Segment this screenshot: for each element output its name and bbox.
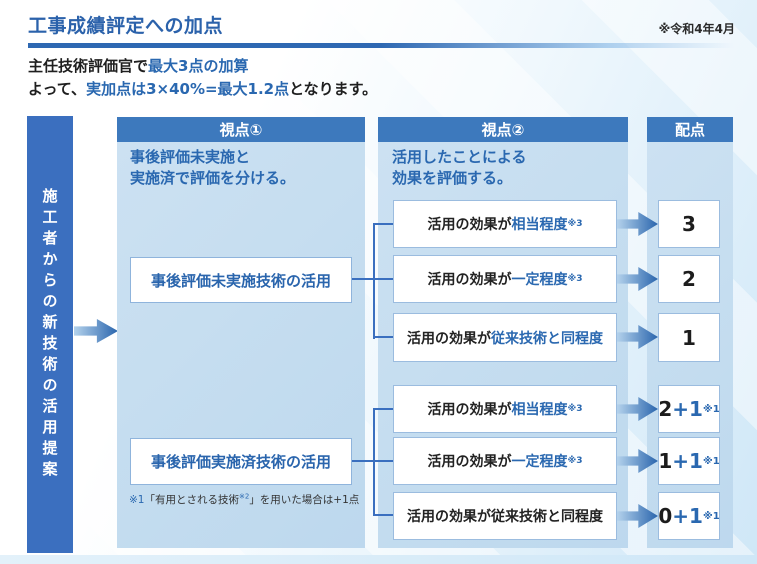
score-sup: ※1 (702, 455, 720, 467)
effect-prefix: 活用の効果が (427, 217, 512, 233)
effect-prefix: 活用の効果が (427, 454, 512, 470)
score-plus: +1 (672, 449, 703, 473)
score-box: 2 (658, 255, 720, 303)
subtitle2-post: となります。 (289, 80, 378, 98)
effect-box: 活用の効果が従来技術と同程度 (393, 313, 617, 362)
score-box: 2+1※1 (658, 385, 720, 433)
title-underline (28, 43, 734, 48)
effect-highlight: 一定程度 (511, 272, 568, 288)
effect-box: 活用の効果が一定程度※3 (393, 255, 617, 303)
footnote-marker: ※1 (129, 494, 145, 506)
subtitle2-highlight: 実加点は3×40%=最大1.2点 (86, 80, 290, 98)
effect-highlight: 一定程度 (511, 454, 568, 470)
viewpoint1-header: 視点① (117, 117, 365, 142)
viewpoint2-note-line1: 活用したことによる (392, 148, 527, 166)
score-base: 0 (658, 504, 673, 528)
subtitle-line2: よって、実加点は3×40%=最大1.2点となります。 (28, 78, 377, 99)
effect-sup: ※3 (567, 274, 583, 284)
connector-line (352, 460, 393, 462)
effect-prefix: 活用の効果が (427, 272, 512, 288)
effect-box: 活用の効果が相当程度※3 (393, 385, 617, 433)
group-box-unevaluated: 事後評価未実施技術の活用 (130, 257, 352, 303)
connector-line (373, 408, 375, 516)
score-box: 0+1※1 (658, 492, 720, 540)
viewpoint1-panel (117, 142, 365, 548)
score-base: 2 (682, 267, 696, 291)
effect-sup: ※3 (567, 456, 583, 466)
side-label-bar: 施工者からの新技術の活用提案 (27, 116, 73, 553)
score-box: 3 (658, 200, 720, 248)
effect-highlight: 相当程度 (511, 217, 568, 233)
viewpoint1-note-line1: 事後評価未実施と (130, 148, 251, 166)
effect-box: 活用の効果が従来技術と同程度 (393, 492, 617, 540)
score-plus: +1 (672, 397, 703, 421)
effect-box: 活用の効果が相当程度※3 (393, 200, 617, 248)
effect-highlight: 従来技術と同程度 (491, 330, 603, 347)
viewpoint2-header: 視点② (378, 117, 628, 142)
score-base: 1 (658, 449, 673, 473)
effect-prefix: 活用の効果が従来技術と同程度 (407, 509, 603, 525)
effect-prefix: 活用の効果が (407, 330, 491, 347)
arrow-right-icon (74, 319, 118, 343)
footnote: ※1「有用とされる技術※2」を用いた場合は+1点 (129, 492, 359, 507)
effect-sup: ※3 (567, 404, 583, 414)
page-title: 工事成績評定への加点 (28, 15, 224, 37)
score-base: 3 (682, 212, 696, 236)
score-base: 2 (658, 397, 673, 421)
viewpoint1-note: 事後評価未実施と 実施済で評価を分ける。 (130, 147, 295, 189)
connector-line (352, 278, 393, 280)
points-header: 配点 (647, 117, 733, 142)
score-box: 1+1※1 (658, 437, 720, 485)
group-box-evaluated: 事後評価実施済技術の活用 (130, 438, 352, 485)
date-note: ※令和4年4月 (658, 22, 735, 36)
effect-box: 活用の効果が一定程度※3 (393, 437, 617, 485)
side-label: 施工者からの新技術の活用提案 (40, 187, 59, 482)
score-box: 1 (658, 313, 720, 362)
connector-line (373, 336, 393, 338)
viewpoint1-note-line2: 実施済で評価を分ける。 (130, 169, 296, 187)
score-base: 1 (682, 325, 696, 350)
connector-line (373, 223, 393, 225)
viewpoint2-note-line2: 効果を評価する。 (392, 169, 513, 187)
effect-sup: ※3 (567, 219, 583, 229)
score-plus: +1 (672, 504, 703, 528)
score-sup: ※1 (702, 510, 720, 522)
footnote-post: 」を用いた場合は+1点 (249, 494, 360, 506)
connector-line (373, 514, 393, 516)
footnote-pre: 「有用とされる技術 (144, 494, 239, 506)
bottom-decoration-strip (0, 555, 757, 564)
footnote-sup: ※2 (238, 492, 250, 501)
connector-line (373, 408, 393, 410)
score-sup: ※1 (702, 403, 720, 415)
subtitle1-highlight: 最大3点の加算 (148, 57, 249, 75)
effect-prefix: 活用の効果が (427, 402, 512, 418)
subtitle-line1: 主任技術評価官で最大3点の加算 (28, 55, 248, 76)
viewpoint2-note: 活用したことによる 効果を評価する。 (392, 147, 527, 189)
connector-line (373, 223, 375, 339)
effect-highlight: 相当程度 (511, 402, 568, 418)
subtitle2-pre: よって、 (28, 80, 87, 98)
subtitle1-pre: 主任技術評価官で (28, 57, 149, 75)
